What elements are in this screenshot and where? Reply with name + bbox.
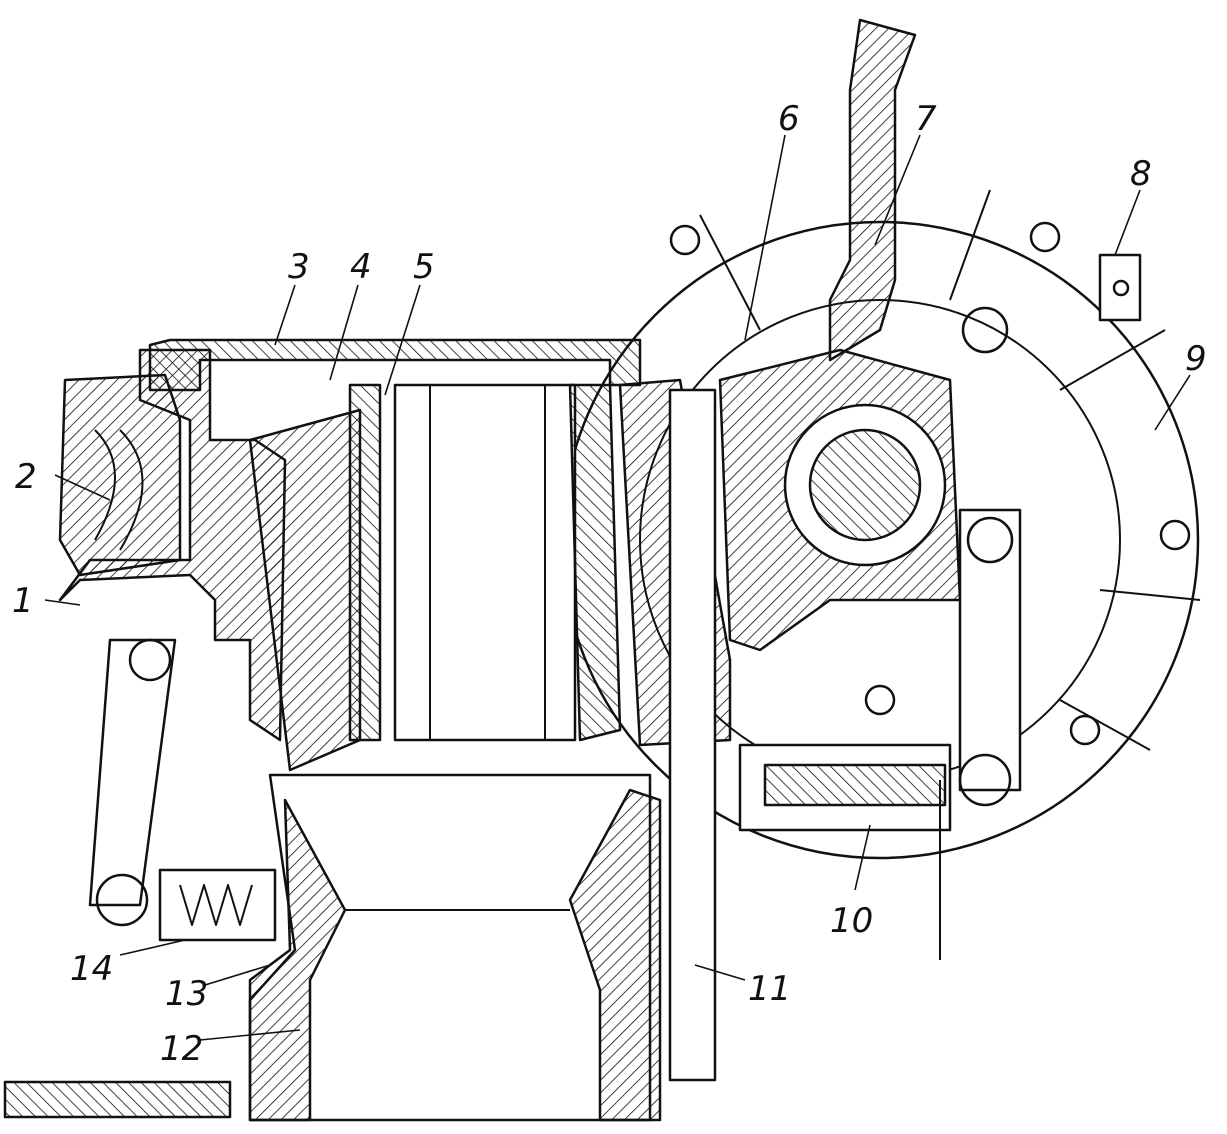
bar-11 bbox=[668, 388, 717, 1082]
callout-7: 7 bbox=[915, 99, 937, 139]
callout-12: 12 bbox=[160, 1029, 203, 1069]
leader-lines bbox=[44, 134, 1191, 1041]
callout-11: 11 bbox=[748, 969, 791, 1009]
callout-3: 3 bbox=[288, 247, 310, 287]
callout-8: 8 bbox=[1130, 154, 1152, 194]
callout-4: 4 bbox=[350, 247, 372, 287]
callout-13: 13 bbox=[165, 974, 208, 1014]
callout-9: 9 bbox=[1185, 339, 1207, 379]
callout-1: 1 bbox=[12, 581, 34, 621]
bracket-8 bbox=[1098, 253, 1142, 322]
callout-5: 5 bbox=[413, 247, 435, 287]
ring-2 bbox=[58, 373, 182, 577]
callout-14: 14 bbox=[70, 949, 113, 989]
callout-10: 10 bbox=[830, 901, 873, 941]
plunger-13 bbox=[158, 868, 277, 942]
callout-6: 6 bbox=[778, 99, 800, 139]
right-rod bbox=[958, 508, 1022, 792]
callout-2: 2 bbox=[15, 457, 37, 497]
lever-7 bbox=[828, 18, 917, 362]
link-14 bbox=[88, 638, 177, 907]
top-cover bbox=[148, 338, 642, 392]
base-plate bbox=[3, 1080, 232, 1119]
sleeve-5 bbox=[393, 383, 577, 742]
